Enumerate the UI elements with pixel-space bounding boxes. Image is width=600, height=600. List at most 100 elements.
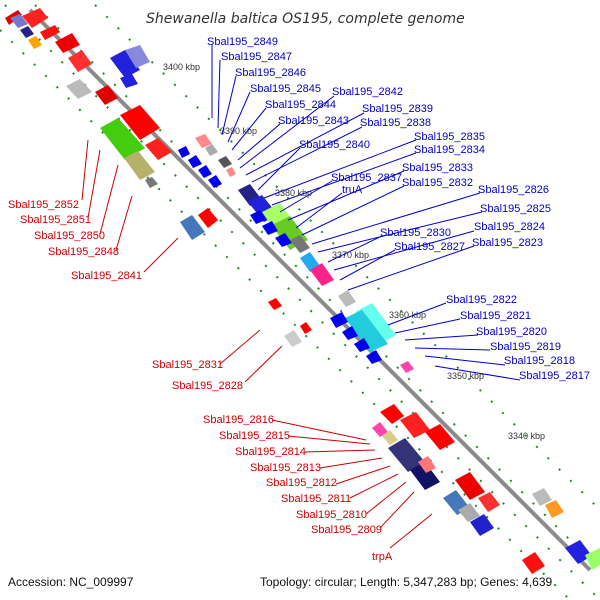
gene-label[interactable]: Sbal195_2851 [20, 214, 91, 226]
gene-label[interactable]: Sbal195_2814 [235, 446, 306, 458]
gene-arrow[interactable] [275, 233, 292, 247]
gene-label[interactable]: Sbal195_2822 [446, 294, 517, 306]
gene-block[interactable] [310, 263, 334, 286]
gene-label[interactable]: Sbal195_2820 [476, 326, 547, 338]
gene-label[interactable]: Sbal195_2841 [71, 270, 142, 282]
gene-arrow[interactable] [250, 210, 266, 224]
gene-arrow[interactable] [354, 338, 370, 352]
gene-label[interactable]: truA [342, 184, 363, 196]
gene-label[interactable]: Sbal195_2824 [474, 221, 545, 233]
gene-block[interactable] [195, 134, 212, 148]
gene-block[interactable] [66, 79, 92, 99]
gene-label[interactable]: Sbal195_2839 [362, 103, 433, 115]
gene-label[interactable]: Sbal195_2847 [221, 51, 292, 63]
gene-label[interactable]: Sbal195_2817 [519, 370, 590, 382]
gene-block[interactable] [218, 156, 232, 168]
gene-block[interactable] [205, 144, 218, 156]
gene-block[interactable] [410, 462, 440, 490]
gene-label[interactable]: trpA [372, 551, 393, 563]
gene-arrow[interactable] [178, 146, 190, 158]
gene-arrow[interactable] [380, 404, 404, 424]
gene-label[interactable]: Sbal195_2823 [472, 237, 543, 249]
gene-arrow[interactable] [268, 298, 282, 310]
gene-block[interactable] [400, 361, 414, 373]
gene-label[interactable]: Sbal195_2828 [172, 380, 243, 392]
gene-label[interactable]: Sbal195_2821 [460, 310, 531, 322]
gene-label[interactable]: Sbal195_2816 [203, 414, 274, 426]
gene-block[interactable] [28, 36, 42, 49]
gene-label[interactable]: Sbal195_2830 [380, 227, 451, 239]
gene-label[interactable]: Sbal195_2835 [414, 131, 485, 143]
gene-arrow[interactable] [342, 326, 358, 340]
gene-label[interactable]: Sbal195_2825 [480, 203, 551, 215]
gene-label[interactable]: Sbal195_2826 [478, 184, 549, 196]
gene-arrow[interactable] [22, 8, 48, 28]
gene-arrow[interactable] [262, 221, 278, 235]
gene-label[interactable]: Sbal195_2827 [394, 241, 465, 253]
gene-block[interactable] [145, 177, 158, 188]
gene-label[interactable]: Sbal195_2834 [414, 144, 485, 156]
gene-label[interactable]: Sbal195_2810 [296, 509, 367, 521]
gene-block[interactable] [545, 500, 564, 518]
gene-label[interactable]: Sbal195_2812 [266, 477, 337, 489]
gene-arrow[interactable] [478, 492, 500, 512]
gene-block[interactable] [284, 330, 302, 347]
gene-arrow[interactable] [198, 165, 212, 178]
gene-arrow[interactable] [145, 138, 172, 160]
gene-label[interactable]: Sbal195_2845 [250, 83, 321, 95]
gene-arrow[interactable] [400, 412, 430, 438]
gene-block[interactable] [355, 303, 396, 345]
gene-block[interactable] [458, 503, 480, 522]
gene-arrow[interactable] [522, 552, 545, 574]
gene-block[interactable] [418, 456, 436, 473]
gene-label[interactable]: Sbal195_2844 [265, 99, 336, 111]
gene-block[interactable] [345, 310, 388, 352]
gene-label[interactable]: Sbal195_2815 [219, 430, 290, 442]
gene-arrow[interactable] [208, 175, 222, 188]
gene-block[interactable] [565, 540, 592, 564]
gene-label[interactable]: Sbal195_2809 [311, 524, 382, 536]
gene-block[interactable] [124, 151, 155, 180]
gene-arrow[interactable] [55, 33, 80, 53]
gene-arrow[interactable] [300, 322, 312, 334]
gene-arrow[interactable] [425, 424, 455, 450]
gene-block[interactable] [10, 14, 28, 28]
gene-label[interactable]: Sbal195_2846 [235, 67, 306, 79]
gene-block[interactable] [290, 235, 310, 253]
gene-label[interactable]: Sbal195_2840 [299, 139, 370, 151]
gene-block[interactable] [388, 438, 425, 472]
gene-block[interactable] [110, 50, 140, 78]
gene-label[interactable]: Sbal195_2843 [278, 115, 349, 127]
gene-label[interactable]: Sbal195_2849 [207, 36, 278, 48]
gene-block[interactable] [100, 118, 145, 160]
gene-block[interactable] [20, 26, 34, 38]
gene-block[interactable] [338, 290, 356, 307]
gene-block[interactable] [226, 167, 236, 177]
gene-label[interactable]: Sbal195_2852 [8, 199, 79, 211]
gene-arrow[interactable] [366, 350, 382, 364]
gene-label[interactable]: Sbal195_2837 [331, 172, 402, 184]
gene-block[interactable] [95, 85, 118, 105]
gene-label[interactable]: Sbal195_2842 [332, 86, 403, 98]
gene-label[interactable]: Sbal195_2838 [360, 117, 431, 129]
gene-label[interactable]: Sbal195_2848 [48, 246, 119, 258]
gene-label[interactable]: Sbal195_2831 [152, 359, 223, 371]
gene-block[interactable] [470, 514, 494, 536]
gene-block[interactable] [382, 430, 398, 445]
gene-label[interactable]: Sbal195_2811 [281, 493, 351, 505]
gene-block[interactable] [372, 422, 388, 437]
gene-arrow[interactable] [68, 50, 92, 72]
gene-arrow[interactable] [120, 105, 160, 140]
gene-label[interactable]: Sbal195_2833 [402, 162, 473, 174]
gene-arrow[interactable] [330, 312, 348, 328]
gene-label[interactable]: Sbal195_2819 [490, 341, 561, 353]
gene-block[interactable] [532, 488, 552, 506]
gene-arrow[interactable] [198, 208, 218, 228]
gene-block[interactable] [125, 45, 150, 68]
gene-label[interactable]: Sbal195_2813 [250, 462, 321, 474]
gene-arrow[interactable] [188, 155, 202, 168]
gene-arrow[interactable] [40, 25, 60, 40]
gene-label[interactable]: Sbal195_2832 [402, 177, 473, 189]
gene-arrow[interactable] [120, 74, 138, 88]
gene-arrow[interactable] [455, 472, 485, 500]
